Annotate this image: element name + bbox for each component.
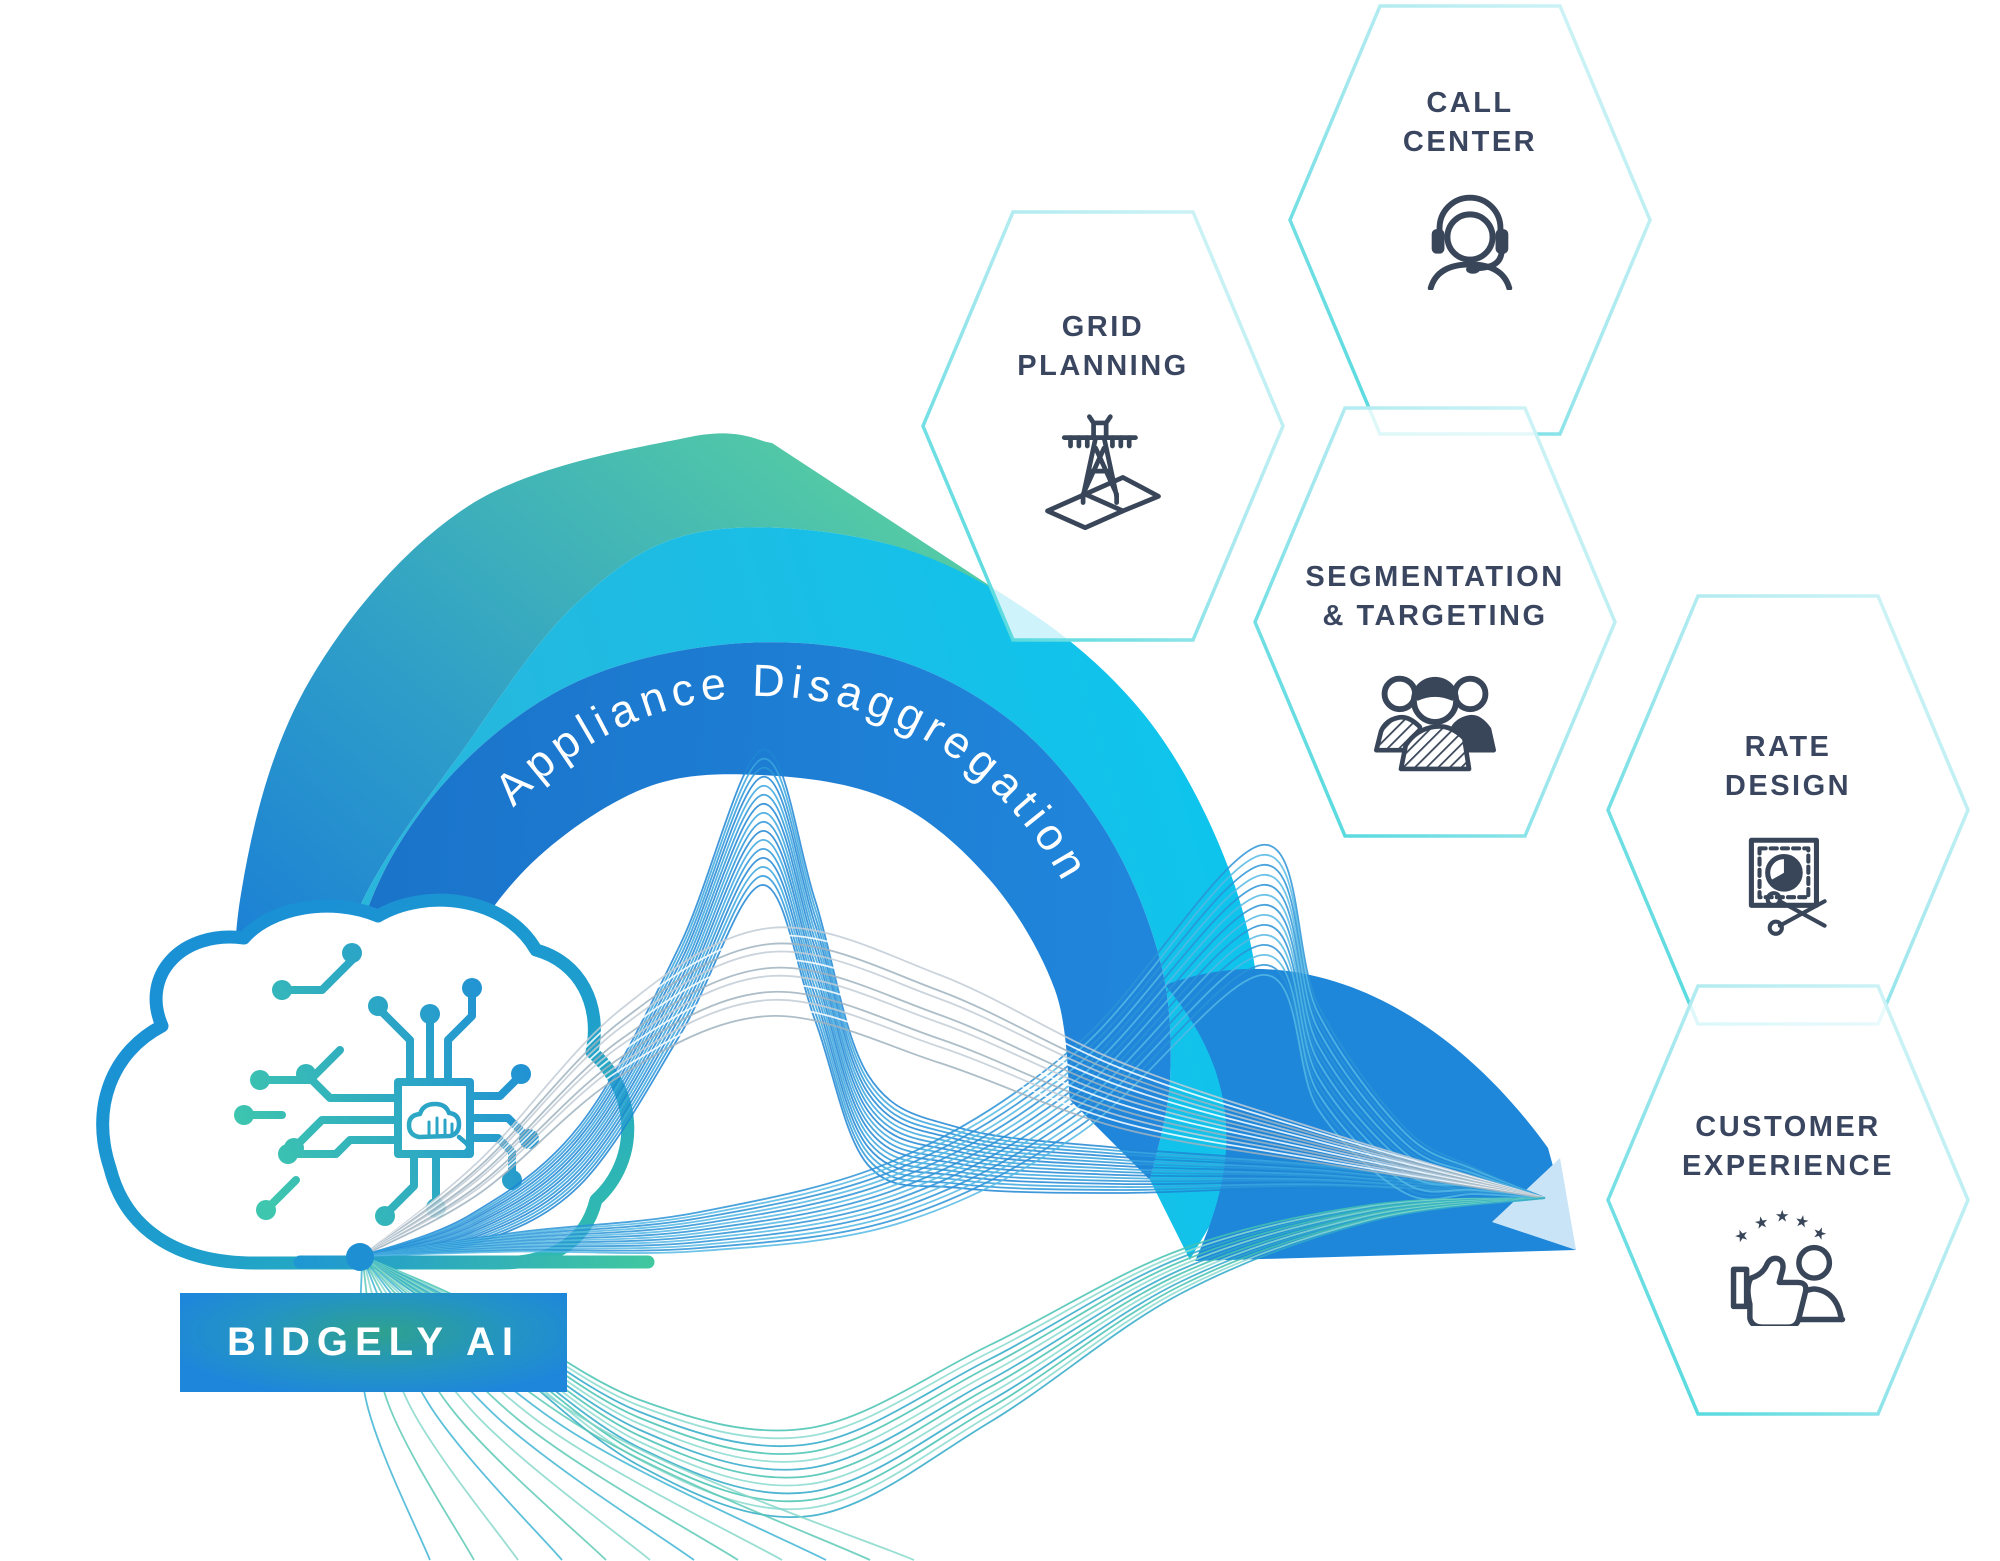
ring-outer-gradient-band xyxy=(233,433,1030,1150)
bidgely-ai-badge: BIDGELY AI xyxy=(180,1293,567,1392)
use-case-hexagons xyxy=(921,4,1970,1416)
hexagon-segmentation-targeting xyxy=(1253,406,1617,838)
wave-origin-dot xyxy=(346,1243,374,1271)
ring-end-notch xyxy=(1492,1158,1576,1250)
bidgely-ai-label: BIDGELY AI xyxy=(226,1320,521,1364)
circuit-brain xyxy=(234,943,539,1226)
ring-label-band xyxy=(340,642,1171,1180)
hexagon-grid-planning xyxy=(921,210,1285,642)
hexagon-rate-design xyxy=(1606,594,1970,1026)
hexagon-call-center xyxy=(1288,4,1652,436)
ai-cloud-brain-icon xyxy=(96,893,655,1270)
ring-cyan-band xyxy=(320,527,1261,1260)
chip-cloud-logo xyxy=(394,1078,474,1158)
disaggregation-ring: Appliance Disaggregation xyxy=(233,433,1576,1261)
hexagon-customer-experience xyxy=(1606,984,1970,1416)
